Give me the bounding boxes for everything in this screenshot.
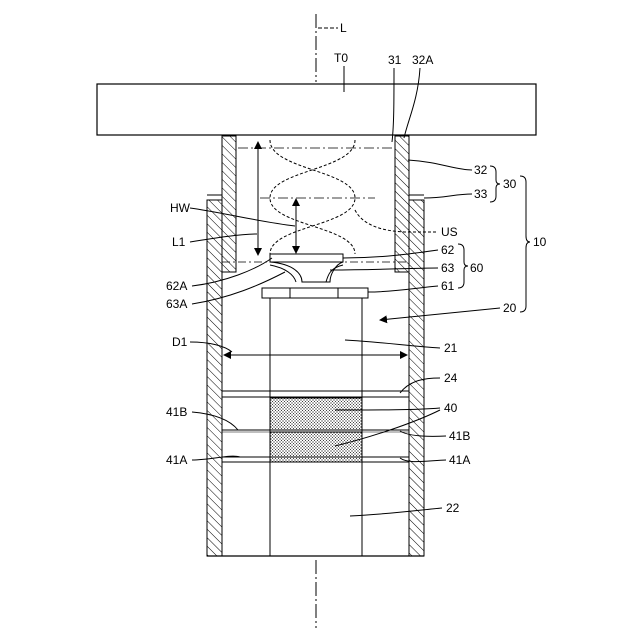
brace-30 [490, 166, 500, 202]
label-20: 20 [503, 301, 517, 315]
leader-61 [368, 286, 438, 292]
label-30: 30 [503, 177, 517, 191]
label-41B-right: 41B [449, 429, 470, 443]
label-61: 61 [441, 279, 455, 293]
leader-20 [380, 308, 500, 320]
label-D1: D1 [172, 335, 188, 349]
upper-wall-right [395, 136, 409, 272]
label-21: 21 [444, 341, 458, 355]
upper-wall-left [222, 136, 236, 272]
label-32A: 32A [412, 53, 433, 67]
label-31: 31 [388, 53, 402, 67]
label-41A-right: 41A [449, 453, 470, 467]
label-62: 62 [441, 243, 455, 257]
label-US: US [441, 225, 458, 239]
leader-33 [424, 194, 472, 198]
element-40-upper [270, 398, 362, 430]
label-63A: 63A [166, 297, 187, 311]
label-33: 33 [474, 187, 488, 201]
leader-32 [408, 160, 472, 170]
brace-60 [458, 244, 468, 288]
label-tool: T0 [334, 51, 348, 65]
part-62 [270, 254, 343, 262]
part-61 [262, 288, 368, 298]
brace-10 [520, 176, 530, 312]
label-41B-left: 41B [166, 405, 187, 419]
outer-wall-left [207, 200, 222, 556]
label-axis-L: L [340, 21, 347, 35]
label-10: 10 [533, 235, 547, 249]
label-L1: L1 [172, 235, 186, 249]
label-40: 40 [444, 401, 458, 415]
label-22: 22 [446, 501, 460, 515]
label-63: 63 [441, 261, 455, 275]
label-60: 60 [470, 261, 484, 275]
label-HW: HW [170, 201, 191, 215]
leader-21 [345, 340, 440, 348]
label-62A: 62A [166, 279, 187, 293]
label-32: 32 [474, 163, 488, 177]
label-24: 24 [444, 371, 458, 385]
label-41A-left: 41A [166, 453, 187, 467]
tool-block [97, 84, 536, 135]
leader-22 [350, 508, 442, 516]
leader-HW [190, 208, 295, 226]
part-63 [270, 262, 343, 282]
